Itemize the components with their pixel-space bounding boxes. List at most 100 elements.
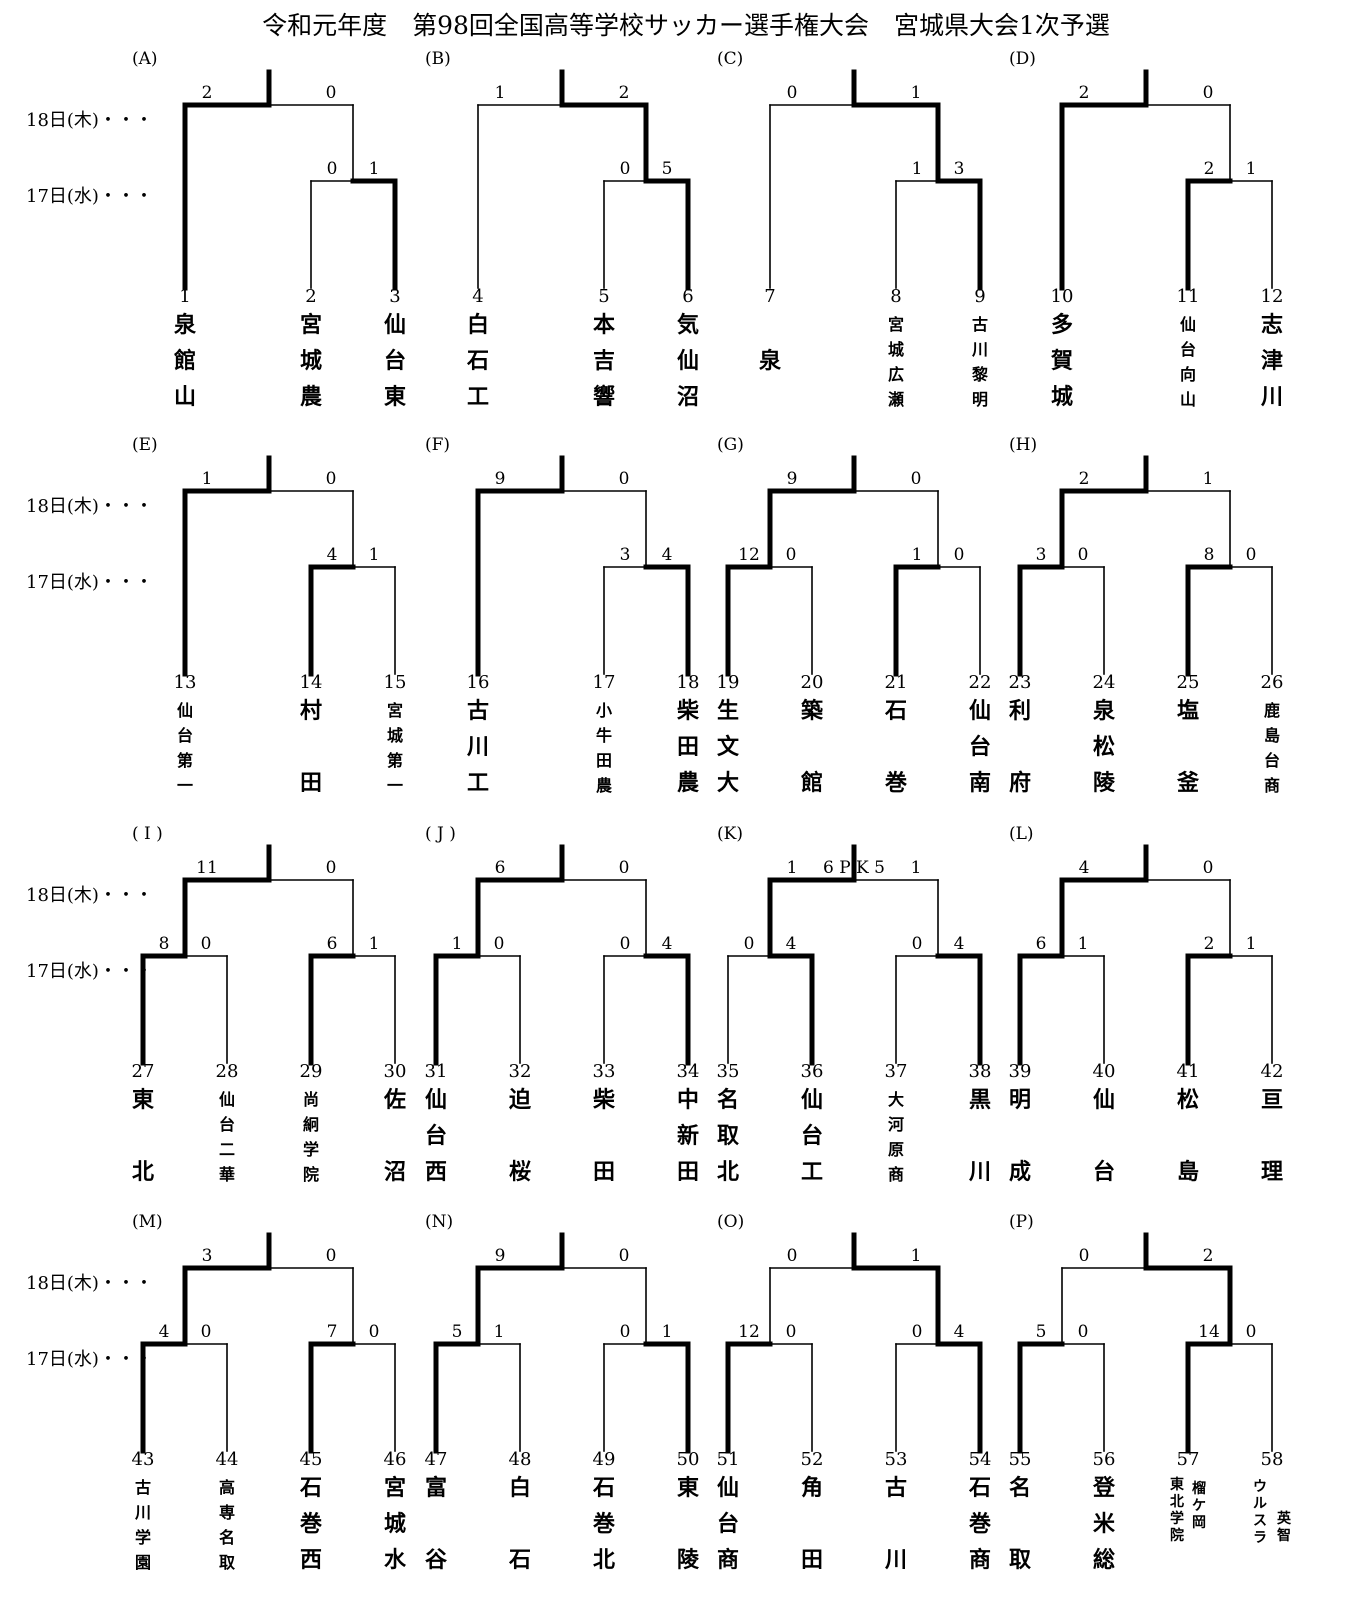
team-name: 宮 bbox=[888, 315, 904, 334]
score: 5 bbox=[1036, 1322, 1047, 1342]
score: 2 bbox=[1204, 159, 1215, 179]
score: 1 bbox=[369, 545, 380, 565]
team-name: 登 bbox=[1092, 1476, 1116, 1501]
team-name: 榴 bbox=[1192, 1480, 1206, 1497]
score: 0 bbox=[620, 159, 631, 179]
team-number: 4 bbox=[472, 286, 483, 307]
team-name: 工 bbox=[801, 1160, 823, 1185]
team-name: 西 bbox=[300, 1548, 322, 1573]
team-number: 14 bbox=[300, 672, 323, 693]
team-name: 北 bbox=[593, 1548, 615, 1573]
team-name: 山 bbox=[174, 385, 196, 410]
team-number: 22 bbox=[969, 672, 992, 693]
score: 1 bbox=[1203, 469, 1214, 489]
day-label-17: 17日(水)・・・ bbox=[26, 961, 153, 982]
score: 4 bbox=[786, 934, 797, 954]
team-name: 成 bbox=[1009, 1160, 1031, 1185]
team-name: 二 bbox=[219, 1140, 235, 1159]
team-name: 松 bbox=[1177, 1088, 1199, 1113]
score: 0 bbox=[620, 1322, 631, 1342]
score: 6 bbox=[495, 858, 506, 878]
team-name: 仙 bbox=[219, 1090, 235, 1109]
team-number: 57 bbox=[1177, 1449, 1200, 1470]
team-number: 9 bbox=[974, 286, 985, 307]
team-name: 尚 bbox=[303, 1090, 319, 1109]
team-name: 仙 bbox=[1093, 1087, 1115, 1113]
team-name: ウ bbox=[1253, 1479, 1267, 1495]
team-name: 台 bbox=[219, 1115, 235, 1134]
team-name: 園 bbox=[135, 1553, 151, 1572]
team-number: 12 bbox=[1261, 286, 1284, 307]
team-name: 古 bbox=[972, 315, 988, 334]
score: 0 bbox=[1203, 858, 1214, 878]
score: 1 bbox=[452, 934, 463, 954]
block-label: ( J ) bbox=[425, 824, 456, 844]
team-number: 36 bbox=[801, 1061, 824, 1082]
team-number: 11 bbox=[1177, 286, 1200, 307]
team-number: 26 bbox=[1261, 672, 1284, 693]
team-name: 松 bbox=[1093, 735, 1115, 760]
score: 8 bbox=[1204, 545, 1215, 565]
score: 8 bbox=[159, 934, 170, 954]
team-name: 石 bbox=[299, 1476, 322, 1501]
score: 0 bbox=[201, 934, 212, 954]
team-name: 英 bbox=[1276, 1510, 1292, 1527]
team-number: 48 bbox=[509, 1449, 532, 1470]
team-name: 柴 bbox=[592, 1088, 616, 1113]
block-label: (L) bbox=[1009, 824, 1034, 844]
team-number: 58 bbox=[1261, 1449, 1284, 1470]
pk-score: 6 P K 5 bbox=[823, 858, 885, 878]
team-number: 52 bbox=[801, 1449, 824, 1470]
score: 0 bbox=[620, 934, 631, 954]
score: 0 bbox=[744, 934, 755, 954]
day-label-17: 17日(水)・・・ bbox=[26, 186, 153, 207]
score: 4 bbox=[1079, 858, 1090, 878]
team-name: 古 bbox=[467, 698, 489, 724]
team-number: 2 bbox=[305, 286, 316, 307]
team-name: ケ bbox=[1192, 1498, 1206, 1514]
score: 1 bbox=[202, 469, 213, 489]
team-name: 島 bbox=[1264, 726, 1280, 745]
team-number: 38 bbox=[969, 1061, 992, 1082]
team-name: 一 bbox=[177, 776, 193, 795]
team-name: 利 bbox=[1009, 699, 1031, 724]
score: 1 bbox=[369, 934, 380, 954]
team-name: 石 bbox=[508, 1548, 531, 1573]
team-name: 一 bbox=[387, 776, 403, 795]
block-label: (E) bbox=[132, 435, 158, 455]
team-name: 吉 bbox=[593, 348, 615, 374]
day-label-18: 18日(木)・・・ bbox=[26, 885, 153, 906]
day-label-18: 18日(木)・・・ bbox=[26, 496, 153, 517]
team-name: 石 bbox=[592, 1476, 615, 1501]
team-number: 16 bbox=[467, 672, 490, 693]
block-label: ( I ) bbox=[132, 824, 163, 844]
team-number: 37 bbox=[885, 1061, 908, 1082]
team-name: 北 bbox=[717, 1160, 739, 1185]
team-name: 谷 bbox=[425, 1548, 448, 1573]
team-name: 宮 bbox=[387, 701, 403, 720]
team-number: 19 bbox=[717, 672, 740, 693]
team-name: 第 bbox=[387, 751, 403, 770]
team-name: 宮 bbox=[384, 1475, 406, 1501]
team-name: 築 bbox=[800, 698, 824, 724]
team-name: 陵 bbox=[677, 1547, 700, 1573]
block-label: (G) bbox=[717, 435, 744, 455]
score: 0 bbox=[494, 934, 505, 954]
team-name: 山 bbox=[1180, 390, 1196, 409]
team-number: 15 bbox=[384, 672, 407, 693]
team-name: 大 bbox=[888, 1090, 904, 1109]
team-name: 川 bbox=[884, 1548, 907, 1573]
team-name: 古 bbox=[135, 1478, 151, 1497]
team-name: 農 bbox=[677, 771, 699, 796]
score: 3 bbox=[202, 1246, 213, 1266]
team-name: 石 bbox=[968, 1476, 991, 1501]
team-name: 台 bbox=[177, 726, 193, 745]
team-number: 27 bbox=[132, 1061, 155, 1082]
team-name: 取 bbox=[219, 1553, 235, 1572]
team-name: 黎 bbox=[972, 365, 988, 384]
score: 0 bbox=[1246, 1322, 1257, 1342]
team-name: 明 bbox=[1009, 1088, 1031, 1113]
score: 7 bbox=[327, 1322, 338, 1342]
team-name: 名 bbox=[219, 1528, 235, 1547]
team-name: 白 bbox=[467, 312, 489, 338]
